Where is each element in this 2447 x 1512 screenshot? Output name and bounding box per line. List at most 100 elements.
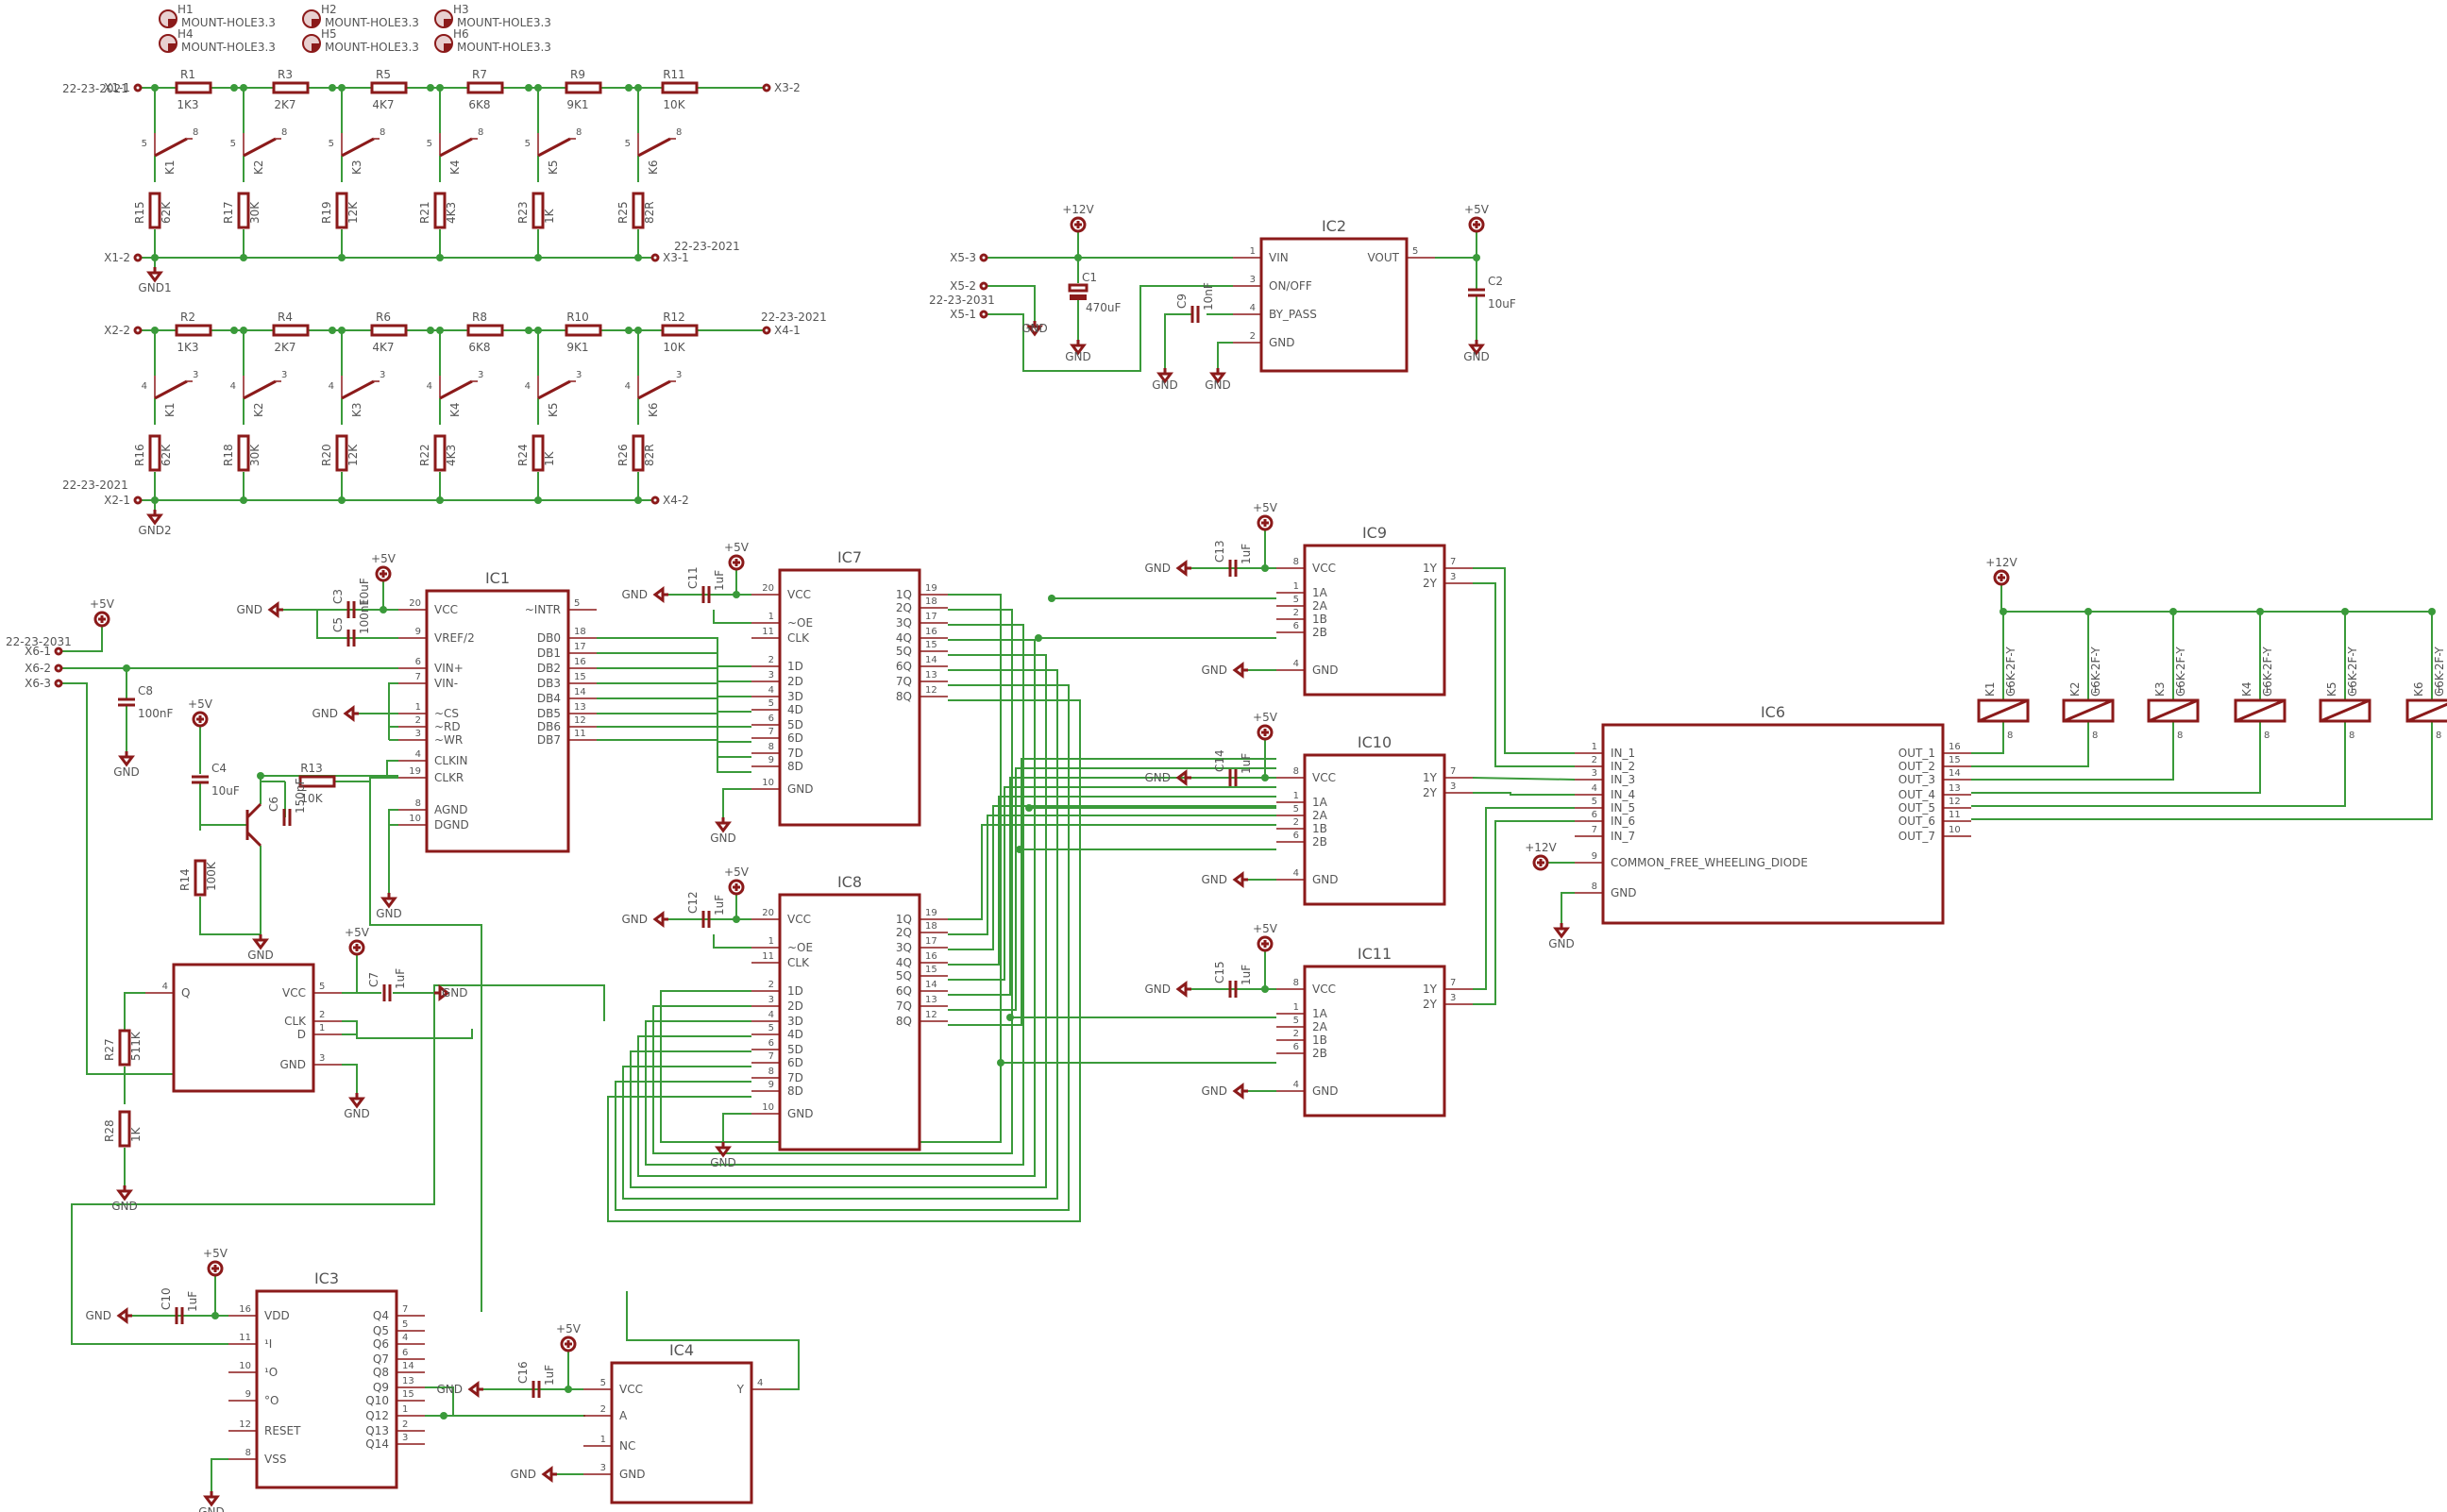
relay-pin: 4 [625, 381, 631, 392]
capacitor-name: C5 [331, 617, 345, 632]
pin-number: 12 [925, 1010, 937, 1020]
supply-symbol [1257, 514, 1274, 531]
pin-label: CLKIN [434, 754, 467, 767]
wire [948, 767, 1276, 1011]
pin-number: 8 [415, 798, 421, 809]
pin-label: 5Q [896, 969, 912, 983]
pin-number: 3 [1250, 275, 1256, 285]
pin-number: 3 [1450, 781, 1456, 792]
pin-number: 18 [574, 627, 586, 637]
relay-pin: 4 [142, 381, 147, 392]
connector-label: X3-2 [774, 81, 801, 94]
resistor-value: 62K [160, 201, 173, 224]
pin-label: 2D [787, 1000, 803, 1013]
supply-symbol [192, 711, 209, 728]
ground-label: GND [85, 1309, 111, 1322]
wire [722, 788, 751, 817]
pin-label: ~RD [434, 720, 461, 733]
wire [713, 610, 751, 624]
relay-switch-arm [243, 137, 277, 158]
ground-symbol [1553, 923, 1570, 939]
resistor-body [433, 192, 447, 229]
junction [1025, 804, 1033, 812]
pin-label: VIN+ [434, 662, 464, 675]
pin-label: 7Q [896, 1000, 912, 1013]
ground-triangle [1209, 372, 1226, 384]
ground-symbol [1232, 871, 1248, 888]
pin-label: Q13 [365, 1424, 389, 1437]
relay-name: K2 [2068, 681, 2082, 697]
ground-label: GND [312, 707, 338, 720]
ground-symbol [118, 751, 135, 767]
connector-part: 22-23-2031 [929, 294, 995, 307]
supply-symbol [1070, 216, 1087, 233]
pin-label: OUT_3 [1899, 773, 1935, 786]
resistor-value: 12K [346, 444, 360, 466]
pin-label: 2A [1312, 809, 1328, 822]
supply-label: +12V [1062, 203, 1094, 216]
pin-label: OUT_1 [1899, 747, 1935, 760]
resistor-value: 10K [300, 792, 323, 805]
pin-number: 4 [757, 1378, 763, 1388]
pin-number: 1 [1592, 742, 1597, 752]
ground-triangle [1175, 560, 1188, 577]
wire [1473, 582, 1575, 767]
pin-label: VDD [264, 1309, 290, 1322]
pin-number: 12 [574, 715, 586, 726]
capacitor-name: C9 [1175, 294, 1189, 309]
supply-symbol [207, 1260, 224, 1277]
mount-hole-value: MOUNT-HOLE3.3 [457, 16, 551, 29]
resistor-body [175, 324, 212, 337]
ground-label: GND [1548, 937, 1575, 950]
pin-number: 16 [239, 1304, 251, 1315]
ic-body [172, 963, 315, 1093]
junction [625, 84, 633, 92]
relay-pin: 4 [427, 381, 432, 392]
pin-label: VCC [787, 588, 811, 601]
ground-triangle [146, 513, 163, 526]
pin-label: IN_3 [1611, 773, 1635, 786]
pin-number: 10 [762, 1102, 774, 1113]
junction [329, 327, 336, 334]
ground-triangle [1468, 344, 1485, 356]
pin-number: 7 [402, 1304, 408, 1315]
resistor-body [118, 1110, 131, 1148]
wire [388, 809, 398, 826]
resistor-name: R19 [320, 201, 333, 224]
pin-number: 5 [574, 598, 580, 609]
ic-body [1303, 753, 1446, 906]
junction [634, 254, 642, 261]
pin-label: 6D [787, 1056, 803, 1069]
ground-symbol [1468, 340, 1485, 356]
ground-triangle [1232, 1083, 1244, 1100]
connector-label: X1-1 [104, 81, 130, 94]
relay-pin: 4 [525, 381, 531, 392]
junction [257, 772, 264, 780]
pin-number: 9 [1592, 851, 1597, 862]
connector-pin [133, 496, 143, 505]
relay-name: K6 [2412, 681, 2425, 697]
wire [199, 897, 261, 935]
pin-label: 2B [1312, 626, 1327, 639]
ground-triangle [652, 586, 665, 603]
components: H1MOUNT-HOLE3.3H2MOUNT-HOLE3.3H3MOUNT-HO… [6, 3, 2447, 1512]
connector-label: X2-1 [104, 494, 130, 507]
pin-label: ¹O [264, 1366, 278, 1379]
wire [597, 739, 751, 773]
connector-part: 22-23-2021 [62, 479, 128, 492]
pin-number: 5 [600, 1378, 606, 1388]
pin-number: 20 [762, 583, 774, 594]
pin-number: 2 [768, 655, 774, 665]
junction [534, 254, 542, 261]
relay-name: K2 [252, 402, 265, 417]
resistor-value: 6K8 [468, 98, 490, 111]
wire [1971, 721, 2261, 794]
mount-hole-icon [168, 19, 177, 27]
pin-label: 6D [787, 731, 803, 745]
capacitor-plate [1068, 283, 1088, 293]
pin-label: D [297, 1028, 306, 1041]
pin-number: 1 [402, 1404, 408, 1415]
junction [240, 254, 247, 261]
wire [1473, 792, 1575, 796]
ground-label: GND [710, 832, 736, 845]
